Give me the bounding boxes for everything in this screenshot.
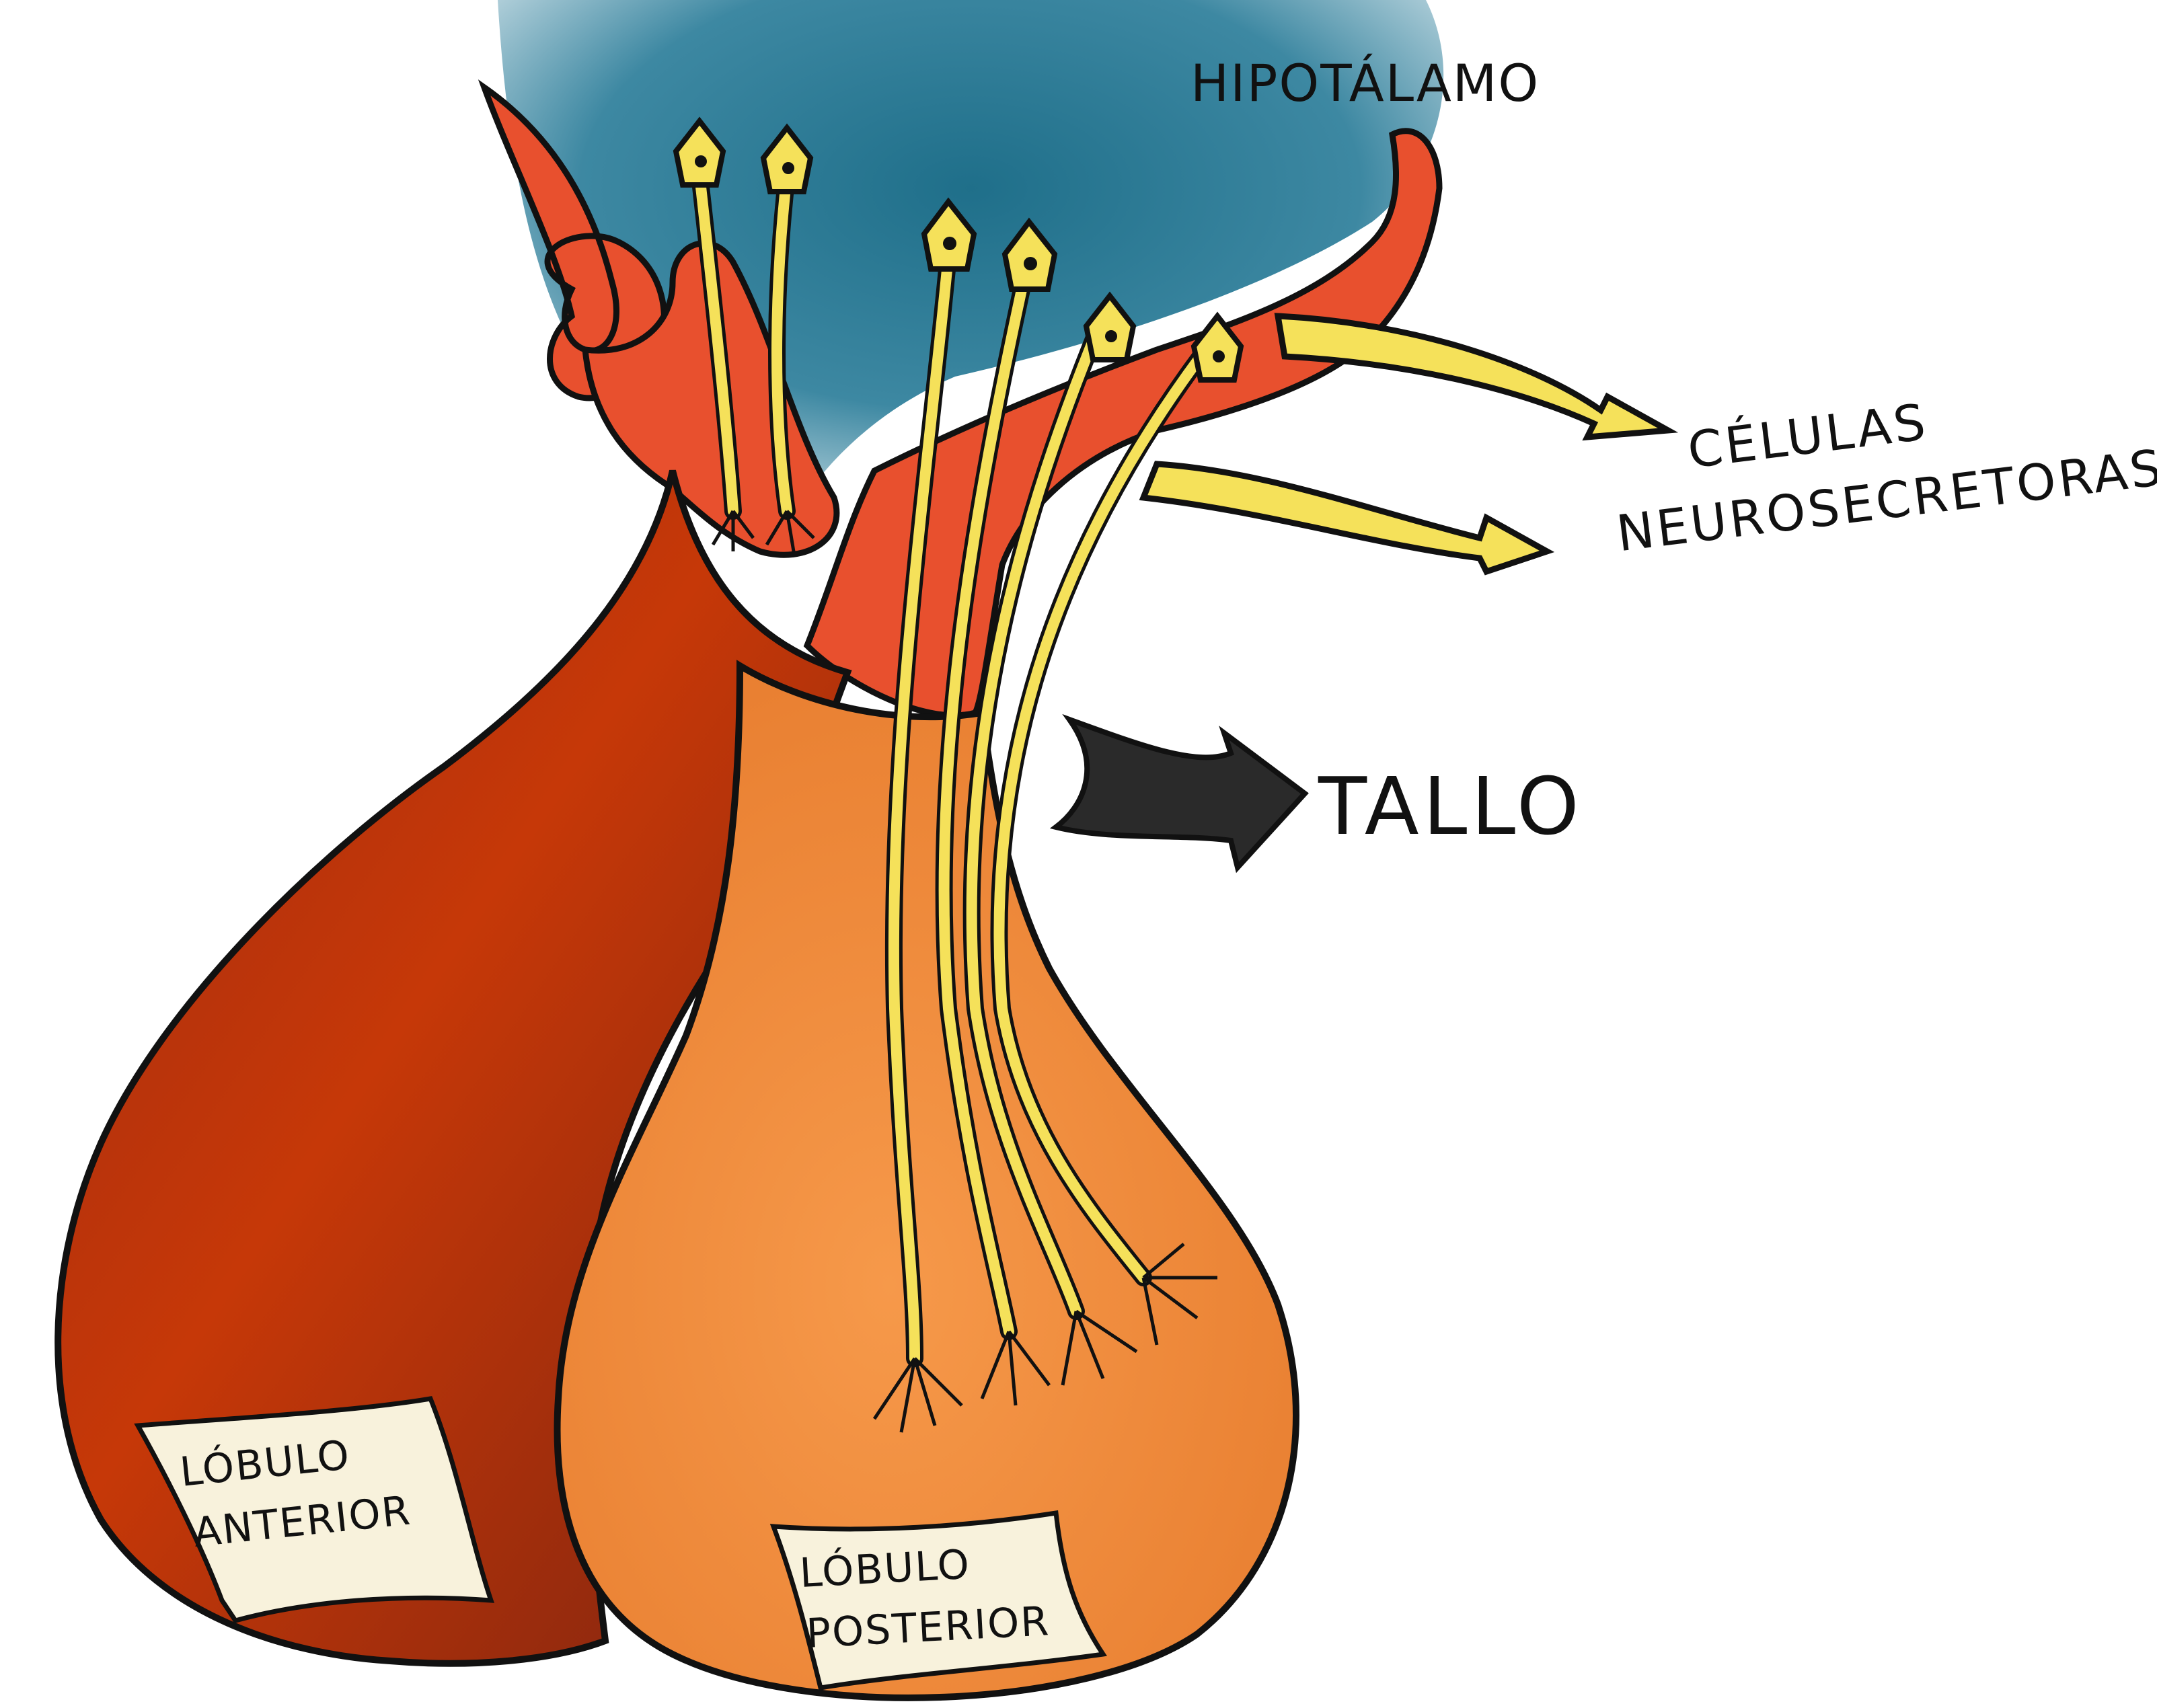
posterior-note-line1: LÓBULO <box>798 1541 971 1597</box>
posterior-note-paper <box>773 1513 1103 1688</box>
stalk-arrow <box>1056 720 1305 867</box>
neurosecretory-label-line1: CÉLULAS <box>1684 392 1931 480</box>
hypothalamus-label: HIPOTÁLAMO <box>1190 53 1540 113</box>
neurosecretory-arrow-upper <box>1278 316 1668 437</box>
neurosecretory-arrow-lower <box>1143 464 1547 572</box>
stalk-label: TALLO <box>1318 760 1583 853</box>
posterior-lobe-note: LÓBULO POSTERIOR <box>773 1513 1103 1688</box>
neurosecretory-label: CÉLULAS NEUROSECRETORAS <box>1604 364 2157 563</box>
